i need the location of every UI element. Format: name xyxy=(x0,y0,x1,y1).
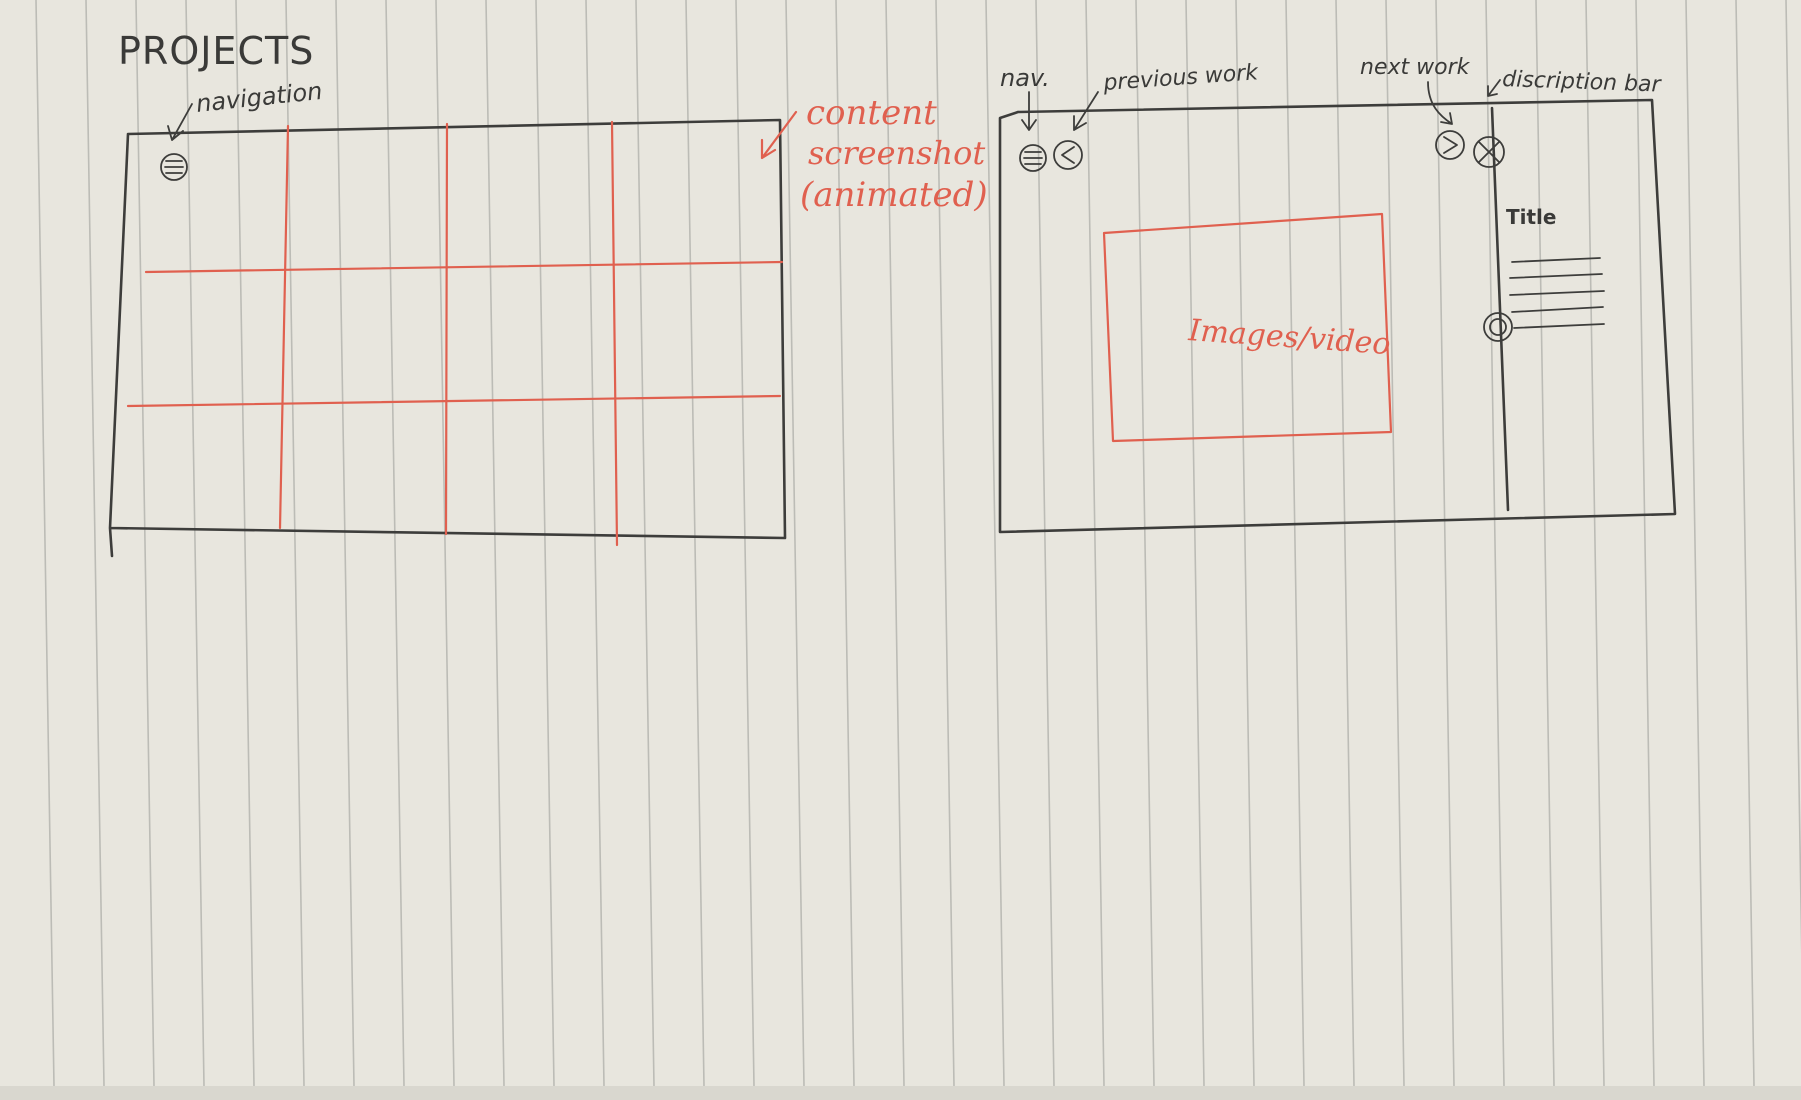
ruled-line xyxy=(1185,0,1205,1087)
grid-wireframe: navigation content screenshot (animated) xyxy=(108,77,988,558)
ruled-line xyxy=(335,0,355,1087)
paper-edge xyxy=(0,1086,1801,1100)
ruled-line xyxy=(185,0,205,1087)
ruled-line xyxy=(985,0,1005,1087)
ruled-line xyxy=(385,0,405,1087)
ruled-line xyxy=(235,0,255,1087)
close-icon[interactable] xyxy=(1473,136,1505,168)
grid-column-line xyxy=(278,124,290,530)
ruled-line xyxy=(1035,0,1055,1087)
nav-annotation: nav. xyxy=(1000,64,1050,92)
content-annotation-line1: content xyxy=(806,93,937,133)
grid-column-line xyxy=(444,122,449,536)
ruled-line xyxy=(535,0,555,1087)
ruled-line xyxy=(1385,0,1405,1087)
description-text-lines xyxy=(1509,257,1605,329)
media-placeholder-box xyxy=(1102,212,1393,443)
ruled-line xyxy=(1285,0,1305,1087)
ruled-lines xyxy=(35,0,1801,1087)
grid-frame xyxy=(108,118,787,558)
ruled-line xyxy=(735,0,755,1087)
page-title: PROJECTS xyxy=(118,29,314,73)
description-bar-annotation: discription bar xyxy=(1502,67,1663,98)
ruled-line xyxy=(135,0,155,1087)
ruled-line xyxy=(1785,0,1801,954)
detail-frame xyxy=(998,98,1677,534)
ruled-line xyxy=(285,0,305,1087)
ruled-line xyxy=(585,0,605,1087)
ruled-line xyxy=(1135,0,1155,1087)
media-placeholder-label: Images/video xyxy=(1186,313,1391,362)
navigation-annotation: navigation xyxy=(195,77,324,118)
ruled-line xyxy=(835,0,855,1087)
grid-column-line xyxy=(610,120,619,547)
ruled-line xyxy=(685,0,705,1087)
ruled-line xyxy=(1335,0,1355,1087)
scroll-indicator-icon[interactable] xyxy=(1483,312,1513,342)
next-arrow-icon[interactable] xyxy=(1435,130,1465,160)
ruled-line xyxy=(1535,0,1555,1087)
ruled-line xyxy=(35,0,55,1087)
ruled-line xyxy=(85,0,105,1087)
ruled-line xyxy=(1235,0,1255,1087)
next-work-arrow xyxy=(1427,81,1453,125)
ruled-line xyxy=(885,0,905,1087)
previous-work-arrow xyxy=(1073,91,1099,131)
ruled-line xyxy=(1735,0,1755,1087)
grid-row-line xyxy=(144,260,784,274)
ruled-line xyxy=(1485,0,1505,1087)
ruled-line xyxy=(1635,0,1655,1087)
ruled-line xyxy=(635,0,655,1087)
content-annotation-line3: (animated) xyxy=(800,175,988,215)
next-work-annotation: next work xyxy=(1360,55,1471,80)
nav-arrow xyxy=(1021,91,1037,131)
description-bar-arrow xyxy=(1487,79,1501,97)
previous-arrow-icon[interactable] xyxy=(1053,140,1083,170)
ruled-line xyxy=(1585,0,1605,1087)
ruled-line xyxy=(485,0,505,1087)
ruled-line xyxy=(435,0,455,1087)
description-title: Title xyxy=(1506,205,1556,229)
ruled-line xyxy=(935,0,955,1087)
previous-work-annotation: previous work xyxy=(1102,60,1260,96)
ruled-line xyxy=(1435,0,1455,1087)
content-annotation-line2: screenshot xyxy=(808,134,985,172)
menu-icon[interactable] xyxy=(1019,144,1047,172)
grid-row-line xyxy=(126,394,782,408)
menu-icon[interactable] xyxy=(160,153,188,181)
ruled-line xyxy=(785,0,805,1087)
content-arrow xyxy=(760,110,798,160)
ruled-line xyxy=(1685,0,1705,1087)
description-bar-divider xyxy=(1490,106,1510,512)
ruled-line xyxy=(1085,0,1105,1087)
navigation-arrow xyxy=(167,103,193,141)
